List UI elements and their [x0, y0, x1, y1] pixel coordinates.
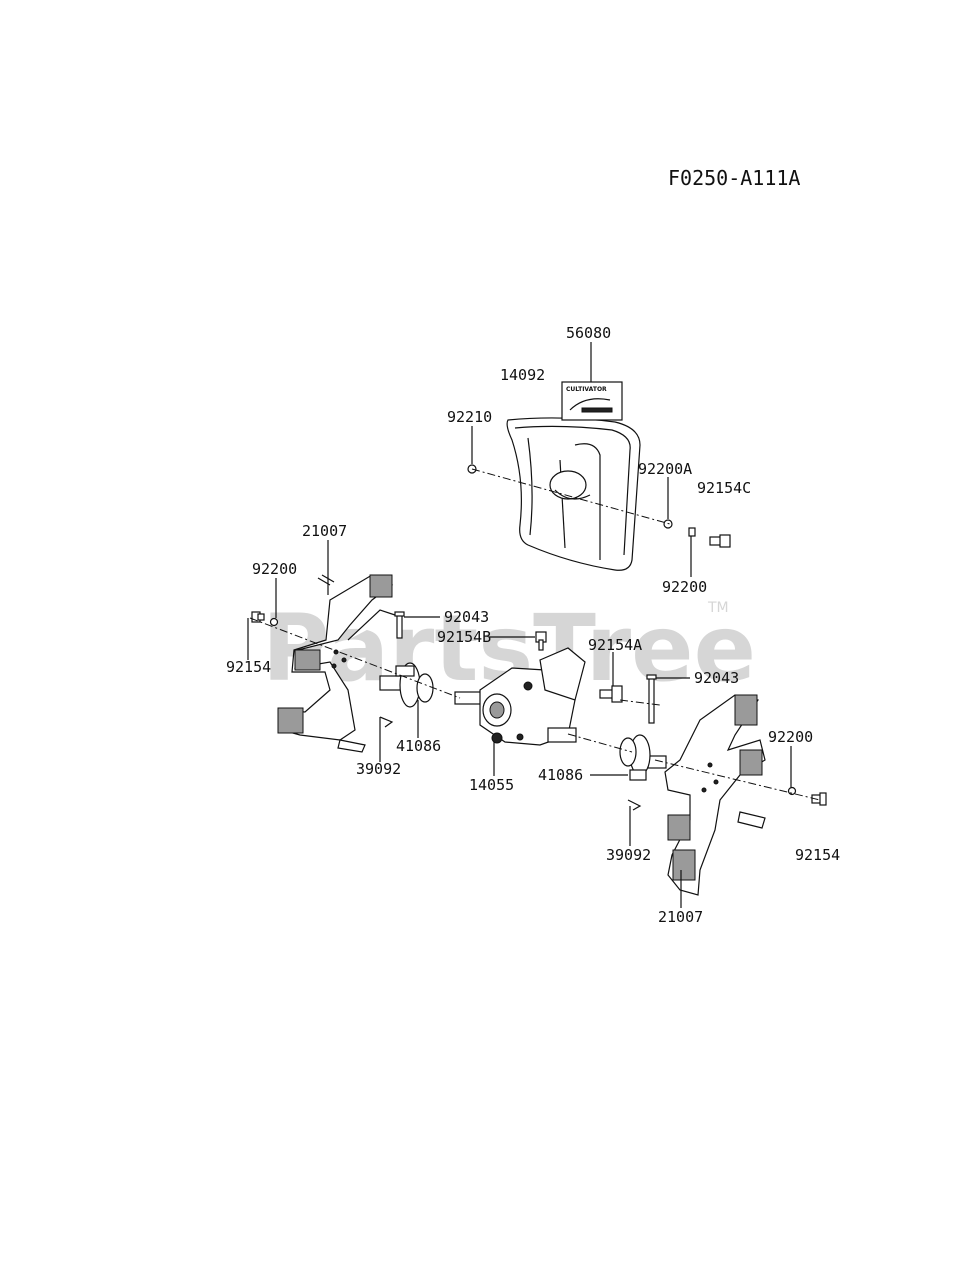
clip-39092-right — [627, 799, 642, 811]
pin-92043-left — [394, 611, 405, 639]
part-label: 92043 — [694, 669, 739, 687]
part-label: 92154A — [588, 636, 642, 654]
part-label: 21007 — [302, 522, 347, 540]
part-label: 92200 — [662, 578, 707, 596]
washer-92200-right — [787, 786, 797, 796]
transmission-14055 — [454, 647, 586, 746]
leader-lines — [247, 342, 792, 908]
part-label: 56080 — [566, 324, 611, 342]
bolt-92154b — [535, 631, 547, 651]
part-label: 41086 — [396, 737, 441, 755]
bolt-92154-left — [251, 611, 265, 623]
part-label: 92154C — [697, 479, 751, 497]
part-label: 92200 — [768, 728, 813, 746]
part-label: 39092 — [356, 760, 401, 778]
part-label: 14092 — [500, 366, 545, 384]
part-label: 92200 — [252, 560, 297, 578]
part-label: 92154 — [226, 658, 271, 676]
nut-92200a — [663, 519, 673, 529]
watermark-tm: TM — [707, 600, 729, 616]
bolt-92154a — [599, 685, 623, 703]
part-label: 92210 — [447, 408, 492, 426]
shield-guard — [506, 417, 641, 571]
part-label: 92154B — [437, 628, 491, 646]
right-hub — [619, 734, 667, 781]
left-hub — [379, 662, 434, 708]
left-tine-bolts — [317, 574, 335, 586]
part-label: 92043 — [444, 608, 489, 626]
bolt-92154c — [709, 534, 731, 548]
part-label: 41086 — [538, 766, 583, 784]
cultivator-decal: CULTIVATOR — [561, 381, 623, 421]
pin-92043-right — [646, 674, 657, 724]
part-label: 21007 — [658, 908, 703, 926]
part-label: 92154 — [795, 846, 840, 864]
part-label: 39092 — [606, 846, 651, 864]
clip-39092-left — [379, 716, 394, 728]
part-label: 14055 — [469, 776, 514, 794]
diagram-code: F0250-A111A — [668, 166, 800, 190]
decal-text: CULTIVATOR — [566, 386, 607, 393]
washer-92200-left — [269, 617, 279, 627]
part-label: 92200A — [638, 460, 692, 478]
right-tine — [664, 694, 766, 896]
washer-92200-top — [688, 527, 696, 537]
part-labels: 56080 14092 92210 92200A 92154C 92200 21… — [226, 324, 840, 926]
left-tine — [277, 574, 396, 753]
